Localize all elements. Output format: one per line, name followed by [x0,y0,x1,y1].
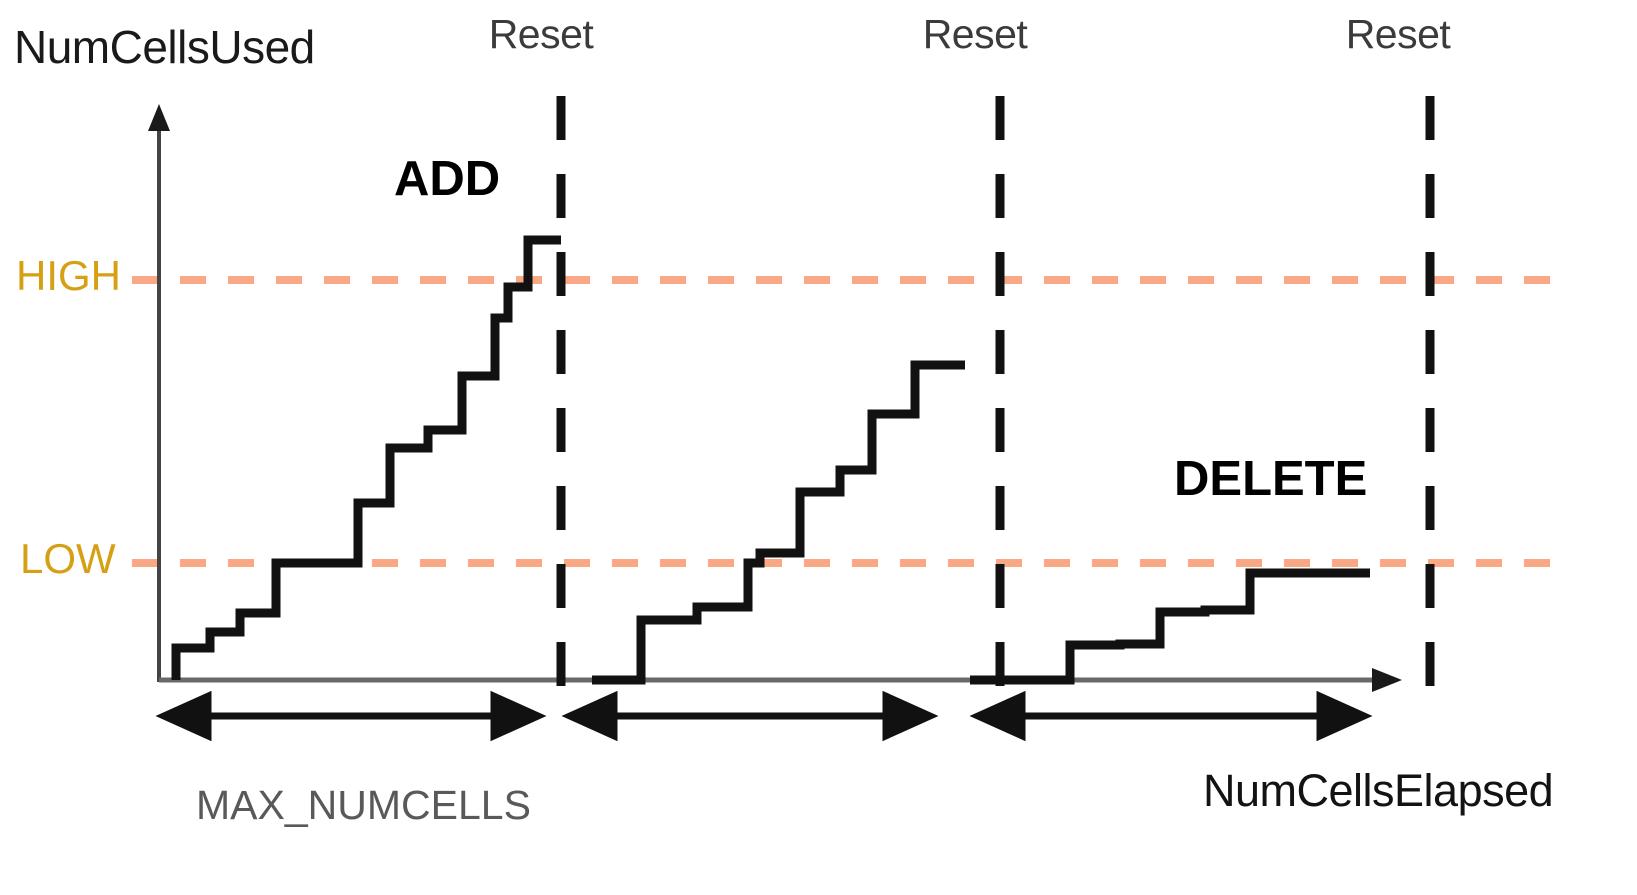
reset-label-2: Reset [922,11,1028,57]
threshold-lines [132,276,1565,567]
x-axis-arrow-icon [1372,668,1402,692]
x-axis-title: NumCellsElapsed [1203,765,1554,816]
reset-label-3: Reset [1345,11,1451,57]
staircase-curves [171,235,1370,685]
curve-cycle-1-add [171,235,561,680]
y-axis-arrow-icon [148,104,170,131]
low-threshold-label: LOW [20,535,116,582]
y-axis-title: NumCellsUsed [14,21,315,73]
reset-lines [556,96,1435,696]
max-numcells-span-label: MAX_NUMCELLS [196,782,531,828]
high-threshold-label: HIGH [16,252,121,299]
add-phase-label: ADD [394,152,501,206]
axes [148,104,1402,692]
reset-label-1: Reset [488,11,594,57]
delete-phase-label: DELETE [1174,452,1368,506]
curve-cycle-2-add [592,360,965,685]
curve-cycle-3-delete [970,568,1370,685]
